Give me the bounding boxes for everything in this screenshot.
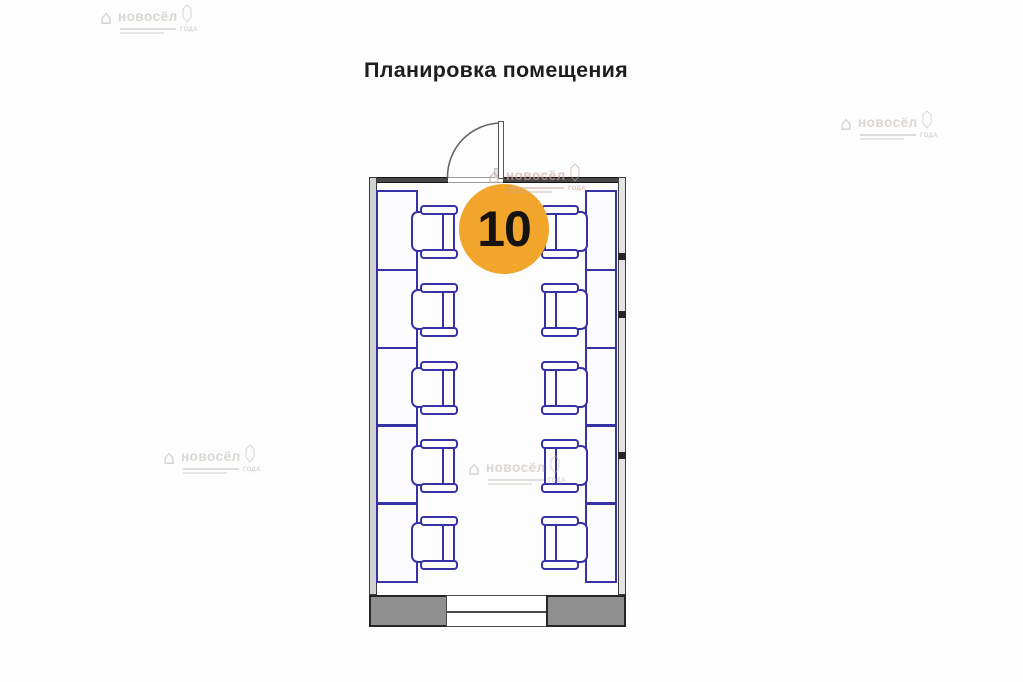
watermark-tagline: [860, 138, 904, 140]
chair-armrest: [541, 560, 579, 570]
watermark-tagline: [488, 479, 544, 481]
window: [446, 595, 548, 627]
house-icon: ⌂: [840, 113, 853, 135]
door-leaf: [498, 121, 504, 179]
wall-right: [618, 177, 626, 595]
chair-armrest: [541, 439, 579, 449]
watermark-logo: ⌂ новосёл года: [100, 4, 200, 46]
desk-divider: [586, 424, 616, 427]
chair-armrest: [541, 283, 579, 293]
house-icon: ⌂: [163, 447, 176, 469]
chair: [539, 283, 589, 337]
watermark-brand: новосёл: [118, 9, 178, 24]
chair: [539, 439, 589, 493]
chair: [410, 516, 460, 570]
watermark-years: года: [180, 27, 198, 33]
chair: [539, 361, 589, 415]
chair-armrest: [541, 249, 579, 259]
desk-divider: [586, 268, 616, 272]
chair-back: [442, 208, 455, 255]
watermark-tagline: [120, 28, 176, 30]
watermark-tagline: [860, 134, 916, 136]
desk-row-right: [585, 190, 617, 583]
chair-armrest: [541, 516, 579, 526]
desk-divider: [377, 268, 417, 272]
window-sill-line: [447, 611, 547, 613]
desk-divider: [586, 502, 616, 505]
watermark-tagline: [183, 468, 239, 470]
chair-armrest: [420, 516, 458, 526]
crest-icon: [245, 444, 255, 463]
house-icon: ⌂: [100, 7, 113, 29]
desk-divider: [377, 346, 417, 350]
watermark-logo: ⌂ новосёл года: [163, 444, 263, 486]
house-icon: ⌂: [468, 458, 481, 480]
chair: [410, 439, 460, 493]
watermark-logo: ⌂ новосёл года: [840, 110, 940, 152]
wall-joint-notch: [618, 452, 626, 459]
chair-back: [544, 364, 557, 411]
chair-back: [442, 286, 455, 333]
chair-armrest: [541, 361, 579, 371]
chair-back: [544, 286, 557, 333]
wall-joint-notch: [618, 253, 626, 260]
chair: [410, 283, 460, 337]
desk-divider: [377, 502, 417, 505]
chair-armrest: [541, 405, 579, 415]
chair-armrest: [420, 439, 458, 449]
chair-armrest: [420, 560, 458, 570]
watermark-tagline: [120, 32, 164, 34]
workplaces-count-badge: 10: [459, 184, 549, 274]
crest-icon: [922, 110, 932, 129]
watermark-tagline: [183, 472, 227, 474]
chair-back: [544, 519, 557, 566]
chair-armrest: [420, 205, 458, 215]
watermark-brand: новосёл: [858, 115, 918, 130]
watermark-years: года: [568, 186, 586, 192]
watermark-brand: новосёл: [181, 449, 241, 464]
chair-back: [442, 519, 455, 566]
chair-back: [442, 364, 455, 411]
wall-top-left: [369, 177, 448, 183]
desk-divider: [586, 346, 616, 350]
crest-icon: [182, 4, 192, 23]
chair: [410, 361, 460, 415]
watermark-tagline: [488, 483, 532, 485]
chair-armrest: [541, 327, 579, 337]
chair-back: [442, 442, 455, 489]
chair-back: [544, 442, 557, 489]
chair-armrest: [420, 483, 458, 493]
page-title: Планировка помещения: [364, 58, 628, 82]
wall-bottom-right-block: [546, 595, 626, 627]
watermark-years: года: [920, 133, 938, 139]
chair-armrest: [541, 205, 579, 215]
wall-bottom-left-block: [369, 595, 448, 627]
chair-armrest: [420, 361, 458, 371]
desk-divider: [377, 424, 417, 427]
chair-armrest: [420, 327, 458, 337]
watermark-brand: новосёл: [486, 460, 546, 475]
chair-armrest: [420, 249, 458, 259]
chair-armrest: [541, 483, 579, 493]
watermark-years: года: [243, 467, 261, 473]
wall-top-right: [503, 177, 626, 183]
door-threshold: [448, 177, 503, 183]
door-swing-arc: [446, 122, 502, 178]
chair-armrest: [420, 405, 458, 415]
chair: [539, 516, 589, 570]
wall-joint-notch: [618, 311, 626, 318]
chair-armrest: [420, 283, 458, 293]
chair: [410, 205, 460, 259]
